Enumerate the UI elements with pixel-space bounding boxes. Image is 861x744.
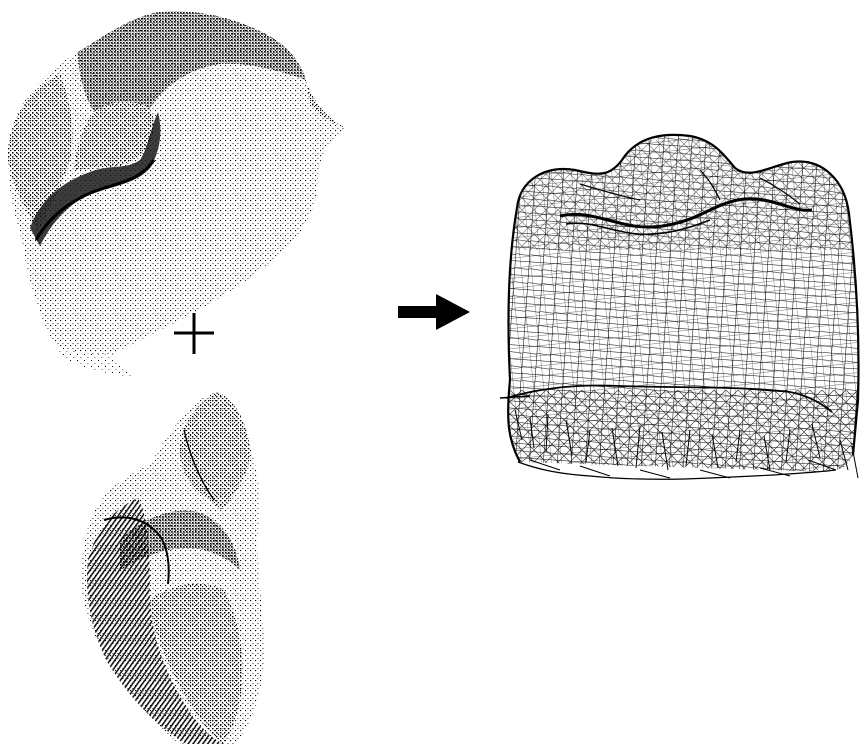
upper-scan-point-cloud xyxy=(8,11,346,378)
merged-mesh-wireframe xyxy=(500,120,861,490)
lower-scan-point-cloud xyxy=(82,392,264,744)
arrow-right-icon xyxy=(398,294,470,330)
